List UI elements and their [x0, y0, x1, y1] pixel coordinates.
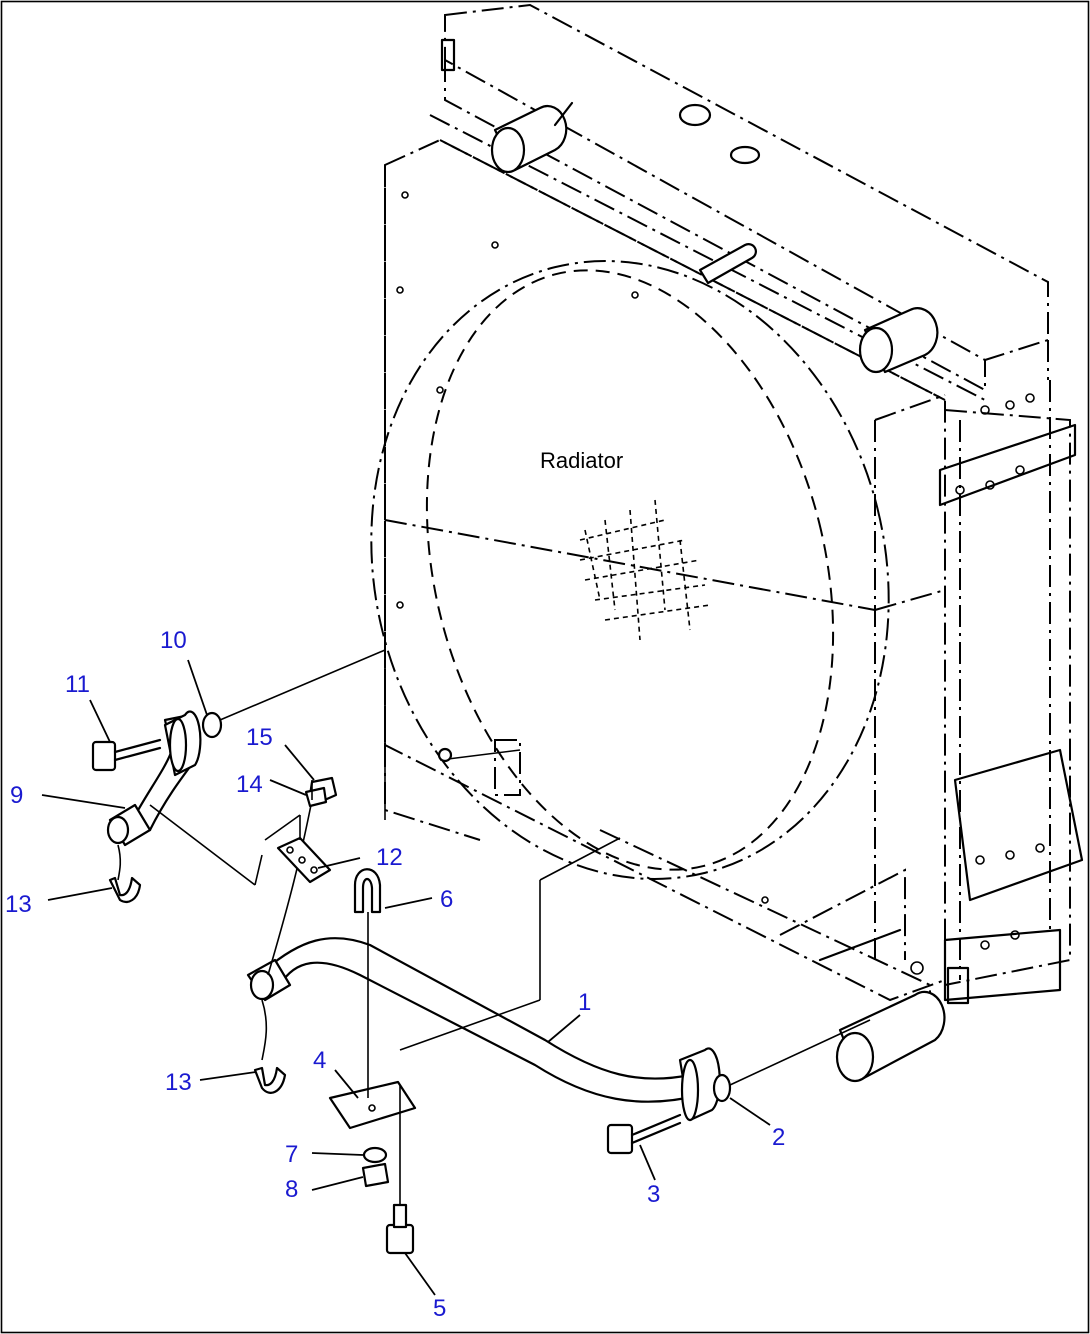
bolt-5 — [385, 1203, 415, 1255]
bolt-3 — [606, 1113, 682, 1155]
clamp-13-upper — [108, 876, 142, 903]
clamp-13-lower — [253, 1066, 287, 1094]
callout-13-upper: 13 — [5, 891, 32, 918]
bracket-12 — [276, 836, 332, 884]
o-ring-10 — [201, 711, 223, 739]
nut-8 — [361, 1162, 390, 1188]
callout-8: 8 — [285, 1176, 298, 1203]
core-grid-pattern — [579, 499, 711, 641]
callout-5: 5 — [433, 1295, 446, 1322]
callout-10: 10 — [160, 627, 187, 654]
callout-15: 15 — [246, 724, 273, 751]
callout-3: 3 — [647, 1181, 660, 1208]
callout-2: 2 — [772, 1124, 785, 1151]
o-ring-2 — [712, 1073, 732, 1103]
alignment-lines — [149, 640, 871, 1205]
callout-13-lower: 13 — [165, 1069, 192, 1096]
callout-12: 12 — [376, 844, 403, 871]
callout-6: 6 — [440, 886, 453, 913]
fan-shroud — [370, 260, 890, 880]
leader-lines — [41, 659, 771, 1296]
callout-11: 11 — [65, 671, 90, 698]
callout-1: 1 — [578, 989, 591, 1016]
radiator-assembly — [384, 3, 1084, 1083]
callout-7: 7 — [285, 1141, 298, 1168]
bolt-11 — [91, 738, 162, 772]
callout-4: 4 — [313, 1047, 326, 1074]
callout-14: 14 — [236, 771, 263, 798]
u-bolt-6 — [353, 868, 382, 914]
callout-9: 9 — [10, 782, 23, 809]
radiator-label: Radiator — [540, 448, 623, 473]
nut-14 — [304, 786, 328, 808]
upper-tube — [106, 710, 202, 881]
washer-7 — [362, 1146, 388, 1164]
